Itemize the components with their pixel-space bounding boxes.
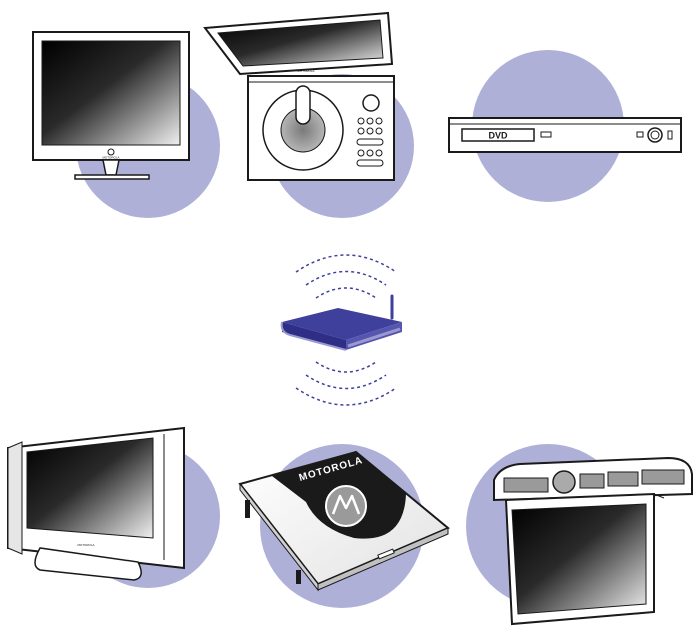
flipdown-vents [503, 469, 685, 493]
hub-logo-icon [331, 494, 361, 515]
flat-panel-tv-device: MOTOROLA [7, 426, 220, 588]
hub-foot-right [296, 570, 301, 584]
dvd-small-button [636, 131, 644, 138]
monitor-brand: MOTOROLA [102, 156, 119, 160]
tv-screen [26, 437, 154, 539]
flipdown-screen [511, 503, 647, 615]
wifi-waves-bottom [295, 361, 397, 406]
dvd-eject-button [540, 131, 552, 138]
router-front [282, 322, 346, 350]
dvd-tray [461, 128, 535, 142]
router-top [282, 308, 402, 340]
media-hub-device: MOTOROLA [238, 444, 450, 608]
dvd-side-button [667, 130, 673, 140]
tv-stand [34, 547, 142, 581]
monitor-logo-icon [107, 148, 115, 156]
monitor-screen [41, 40, 181, 146]
router-front-curve [280, 321, 347, 351]
flip-player-screen [217, 19, 384, 67]
flip-screen-player-device: MOTOROLA [203, 11, 414, 218]
wireless-router-device [280, 254, 402, 406]
wifi-waves-top [295, 254, 397, 299]
monitor-base [74, 174, 150, 180]
flip-player-disc-arm [295, 85, 311, 125]
dvd-label: DVD [488, 131, 508, 141]
monitor-device: MOTOROLA [32, 31, 220, 218]
hub-edge-right [317, 527, 449, 591]
tv-brand: MOTOROLA [77, 543, 94, 547]
flipdown-light-icon [552, 470, 576, 494]
dvd-player-device: DVD [448, 50, 682, 202]
ceiling-flipdown-device: MOTOROLA [466, 444, 693, 626]
flip-player-dial [362, 94, 380, 112]
router-light-strip [347, 327, 401, 348]
flip-player-buttons [356, 117, 384, 167]
dvd-power-knob-inner [650, 130, 660, 140]
tv-frame-side [7, 441, 23, 555]
flip-player-lid-brand: MOTOROLA [297, 69, 314, 73]
hub-foot-left [245, 500, 250, 518]
hub-slot [377, 548, 395, 560]
flipdown-screen-edge [653, 493, 665, 499]
monitor-neck [102, 159, 120, 176]
